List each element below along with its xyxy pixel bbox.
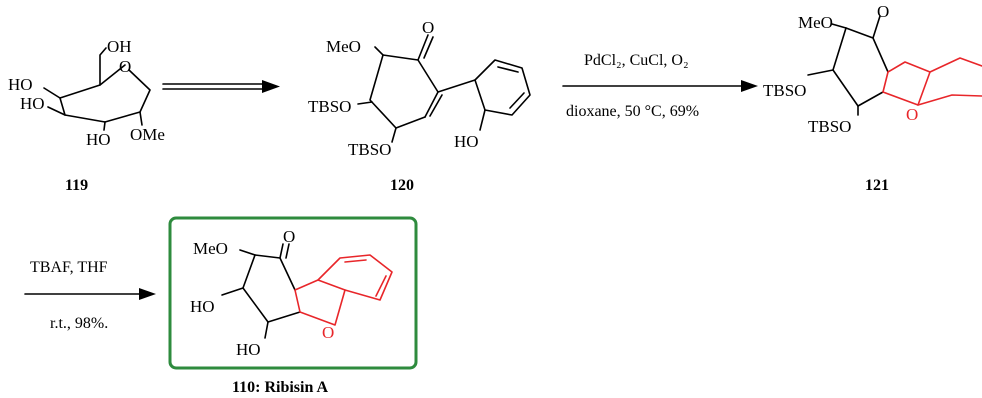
compound-119: OH O HO HO HO OMe 119 (8, 37, 165, 194)
atom-oh: OH (107, 37, 132, 56)
compound-name-ribisin-a: 110: Ribisin A (232, 379, 328, 396)
atom-ho: HO (86, 130, 111, 149)
multistep-arrow (162, 80, 280, 93)
atom-ketone-oxygen: O (283, 227, 295, 246)
atom-ho: HO (20, 94, 45, 113)
compound-121: MeO O TBSO TBSO O 121 (763, 2, 982, 194)
atom-meo: MeO (193, 239, 228, 258)
atom-ring-oxygen: O (119, 57, 131, 76)
reagents-label: TBAF, THF (30, 259, 108, 276)
conditions-label: r.t., 98%. (50, 315, 108, 332)
atom-furan-oxygen: O (906, 105, 918, 124)
atom-furan-oxygen: O (322, 323, 334, 342)
compound-110-ribisin-a: MeO O HO HO O (168, 216, 418, 370)
compound-number: 121 (865, 177, 889, 194)
compound-number: 120 (390, 177, 414, 194)
atom-tbso: TBSO (348, 140, 391, 159)
atom-ho: HO (454, 132, 479, 151)
atom-ketone-oxygen: O (422, 18, 434, 37)
reagents-label: PdCl₂, CuCl, O₂ (584, 52, 689, 69)
reaction-arrow-step3: TBAF, THF r.t., 98%. (24, 259, 156, 332)
atom-ho: HO (236, 340, 261, 359)
reaction-arrow-step2: PdCl₂, CuCl, O₂ dioxane, 50 °C, 69% (562, 52, 758, 120)
atom-meo: MeO (798, 13, 833, 32)
atom-ho: HO (190, 297, 215, 316)
atom-ome: OMe (130, 125, 165, 144)
atom-ketone-oxygen: O (877, 2, 889, 21)
atom-tbso: TBSO (308, 97, 351, 116)
atom-ho: HO (8, 75, 33, 94)
atom-meo: MeO (326, 37, 361, 56)
highlight-box (168, 216, 418, 370)
compound-120: MeO O TBSO TBSO HO 120 (308, 18, 531, 194)
atom-tbso: TBSO (763, 81, 806, 100)
compound-number: 119 (65, 177, 88, 194)
atom-tbso: TBSO (808, 117, 851, 136)
conditions-label: dioxane, 50 °C, 69% (566, 103, 699, 120)
